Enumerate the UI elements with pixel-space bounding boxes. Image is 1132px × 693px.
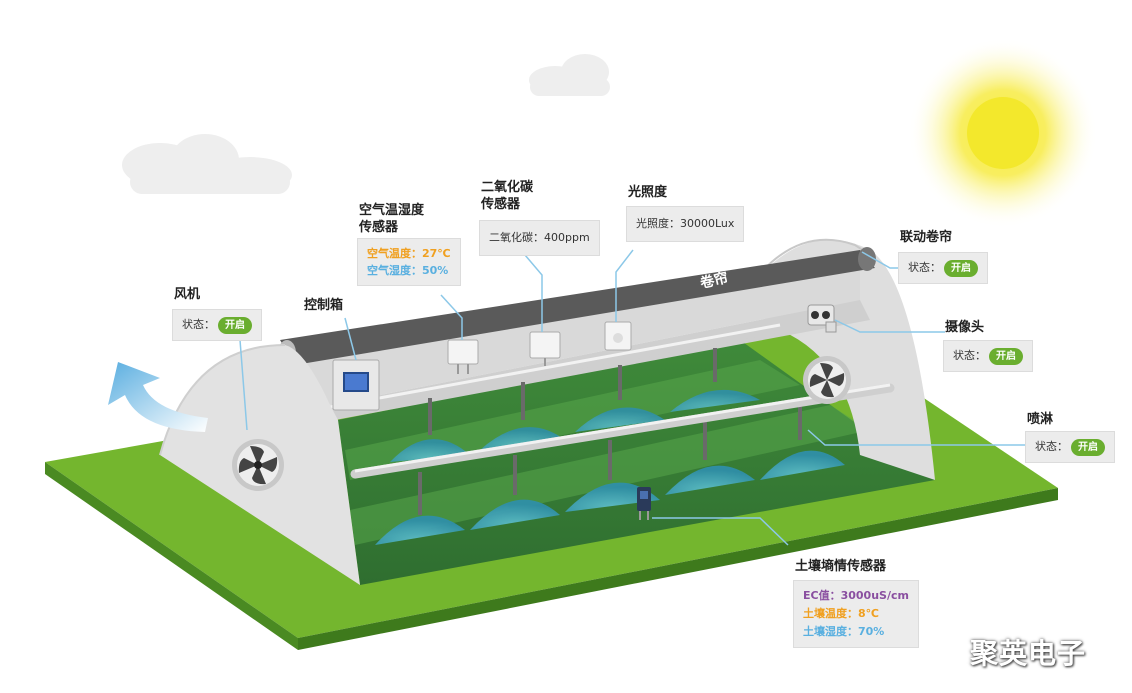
soil-temp-reading: 土壤温度：8℃	[803, 607, 879, 620]
light-box: 光照度：30000Lux	[626, 206, 745, 242]
camera-status-box: 状态：开启	[943, 340, 1033, 372]
airflow-arrow-icon	[108, 362, 208, 432]
grass-side-front	[45, 462, 298, 650]
camera-status-label: 状态：	[953, 349, 986, 362]
sprinkler-status-box: 状态：开启	[1025, 431, 1115, 463]
sprinkler-status-label: 状态：	[1035, 440, 1068, 453]
soil-sensor-title: 土壤墒情传感器	[795, 559, 887, 574]
soil-humidity-reading: 土壤湿度：70%	[803, 625, 885, 638]
air-sensor-device	[447, 339, 479, 374]
control-box-title: 控制箱	[304, 298, 344, 313]
camera-status-badge[interactable]: 开启	[989, 348, 1023, 365]
mist-front-row	[375, 450, 845, 545]
cloud-left	[122, 134, 292, 194]
fan-right-icon	[803, 356, 851, 404]
co2-title-1: 二氧化碳	[481, 180, 534, 195]
air-sensor-box: 空气温度：27℃ 空气湿度：50%	[357, 238, 461, 286]
fan-status-badge[interactable]: 开启	[218, 317, 252, 334]
grass-side-right	[298, 488, 1058, 650]
roller-curtain-title: 联动卷帘	[900, 230, 953, 245]
roller-curtain-status-badge[interactable]: 开启	[944, 260, 978, 277]
light-reading: 光照度：30000Lux	[636, 217, 735, 230]
sprinkler-title: 喷淋	[1027, 412, 1054, 427]
co2-box: 二氧化碳：400ppm	[479, 220, 600, 256]
sprinkler-drops	[418, 348, 802, 515]
roller-curtain-status-box: 状态：开启	[898, 252, 988, 284]
air-sensor-title-2: 传感器	[359, 220, 399, 235]
co2-title-2: 传感器	[481, 197, 521, 212]
co2-reading: 二氧化碳：400ppm	[489, 231, 590, 244]
roller-curtain-status-label: 状态：	[908, 261, 941, 274]
air-temp-reading: 空气温度：27℃	[367, 247, 451, 260]
sun-core	[967, 97, 1039, 169]
camera-icon	[807, 304, 837, 333]
fan-title: 风机	[174, 287, 201, 302]
curtain-bar	[280, 250, 875, 365]
watermark-text: 聚英电子	[970, 637, 1087, 670]
fan-status-label: 状态：	[182, 318, 215, 331]
pipe-front	[350, 383, 895, 479]
pipe-back	[325, 323, 785, 415]
co2-sensor-device	[529, 331, 561, 366]
sprinkler-status-badge[interactable]: 开启	[1071, 439, 1105, 456]
fan-status-box: 状态：开启	[172, 309, 262, 341]
soil-ec-reading: EC值：3000uS/cm	[803, 589, 909, 602]
light-title: 光照度	[628, 185, 668, 200]
air-humidity-reading: 空气湿度：50%	[367, 264, 449, 277]
cloud-top	[529, 54, 610, 96]
air-sensor-title-1: 空气温湿度	[359, 203, 425, 218]
soil-sensor-device	[637, 487, 651, 520]
camera-title: 摄像头	[945, 320, 985, 335]
fan-left-icon	[232, 439, 284, 491]
soil-sensor-box: EC值：3000uS/cm 土壤温度：8℃ 土壤湿度：70%	[793, 580, 919, 648]
leader-lines	[239, 249, 1025, 546]
light-sensor-device	[604, 321, 632, 351]
